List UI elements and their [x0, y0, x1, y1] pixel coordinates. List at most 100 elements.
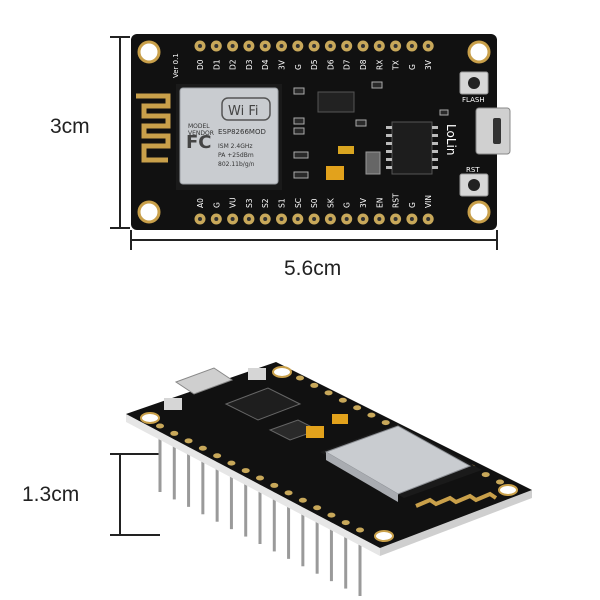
back-pad [296, 375, 304, 381]
top-pin-label: D3 [245, 59, 254, 70]
pin-hole [279, 217, 284, 221]
module-vendor-line: VENDOR [188, 130, 214, 137]
front-pad [184, 438, 193, 444]
pin-hole [295, 217, 300, 221]
top-pin-label: TX [392, 60, 401, 71]
pin-hole [214, 44, 219, 48]
usb-serial-chip-legs [386, 126, 438, 169]
pin-hole [344, 217, 349, 221]
pin-hole [246, 217, 251, 221]
top-pin-label: G [408, 64, 417, 70]
top-pin-label: D4 [261, 59, 270, 70]
chip-name: ESP8266MOD [218, 128, 266, 136]
pin-hole [377, 44, 382, 48]
bottom-pin-label: EN [375, 198, 384, 208]
crystal [365, 151, 381, 175]
mounting-holes [137, 40, 491, 224]
wifi-logo [221, 97, 271, 121]
front-pad [198, 445, 207, 451]
version-label: Ver 0.1 [172, 53, 180, 78]
perspective-mounting-holes [140, 366, 518, 542]
top-header-pins [194, 40, 434, 52]
bottom-pin-label: S0 [310, 198, 319, 208]
bottom-pin-label: G [408, 202, 417, 208]
pin-hole [263, 217, 268, 221]
front-pad [341, 520, 350, 526]
bottom-pin-label: S3 [245, 198, 254, 208]
top-pin-label: D8 [359, 59, 368, 70]
small-capacitor [338, 146, 354, 154]
pin-hole [230, 217, 235, 221]
height-dimension-line [110, 36, 130, 229]
bottom-pin-label: VIN [424, 195, 433, 208]
thickness-dimension-line [110, 453, 160, 536]
front-pad [241, 468, 250, 474]
bottom-pin-label: SC [294, 198, 303, 208]
pin-hole [312, 217, 317, 221]
module-model-line: MODEL [188, 123, 210, 130]
back-pad [496, 479, 504, 485]
bottom-pin-label: 3V [359, 197, 368, 208]
pin-hole [279, 44, 284, 48]
bottom-pin-label: A0 [196, 198, 205, 208]
top-pin-label: D5 [310, 59, 319, 70]
bottom-pin-label: SK [326, 197, 335, 208]
pcb-edge-right [380, 490, 532, 556]
back-pad [338, 397, 347, 403]
front-pad [327, 512, 336, 518]
bottom-pin-label: RST [392, 193, 401, 208]
perspective-shield-side [326, 452, 398, 502]
smd-resistors [293, 81, 449, 179]
wifi-text: Wi Fi [228, 104, 258, 119]
back-pad [481, 472, 490, 478]
perspective-capacitor-2 [332, 414, 348, 424]
front-pad [156, 423, 164, 429]
perspective-capacitor-1 [306, 426, 324, 438]
bottom-pin-label: G [212, 202, 221, 208]
pin-hole [328, 217, 333, 221]
brand-label: LoLin [444, 124, 458, 155]
top-pin-label: G [294, 64, 303, 70]
width-label: 5.6cm [284, 257, 342, 280]
pin-hole [198, 217, 202, 221]
pin-hole [393, 217, 398, 221]
pin-hole [377, 217, 382, 221]
pin-hole [328, 44, 333, 48]
spec-line-1: ISM 2.4GHz [218, 143, 253, 150]
pcb-edge [126, 414, 380, 556]
tantalum-capacitor [326, 166, 344, 180]
pin-hole [295, 44, 300, 48]
back-pad [310, 382, 319, 388]
voltage-regulator [317, 91, 355, 113]
pin-hole [426, 44, 431, 48]
pin-hole [393, 44, 398, 48]
front-edge-pads [156, 423, 364, 533]
pin-hole [214, 217, 219, 221]
pin-hole [409, 217, 414, 221]
bottom-header-pins [194, 213, 434, 225]
pcb-antenna [136, 93, 171, 163]
front-pad [213, 453, 222, 459]
back-pad [381, 420, 390, 426]
perspective-micro-usb [174, 367, 234, 395]
top-pin-label: D6 [326, 59, 335, 70]
top-pin-label: D2 [229, 59, 238, 70]
top-pin-label: D1 [212, 59, 221, 70]
front-pad [256, 475, 264, 481]
perspective-antenna [415, 491, 498, 508]
flash-label: FLASH [462, 96, 485, 104]
front-pad [270, 482, 279, 488]
top-pin-label: 3V [424, 59, 433, 70]
micro-usb-opening [493, 118, 501, 144]
top-pin-label: D7 [343, 59, 352, 70]
thickness-label: 1.3cm [22, 483, 80, 506]
module-shield [179, 87, 279, 185]
height-label: 3cm [50, 115, 90, 138]
rst-label: RST [466, 166, 480, 174]
top-pin-label: 3V [278, 59, 287, 70]
pin-hole [361, 44, 365, 48]
